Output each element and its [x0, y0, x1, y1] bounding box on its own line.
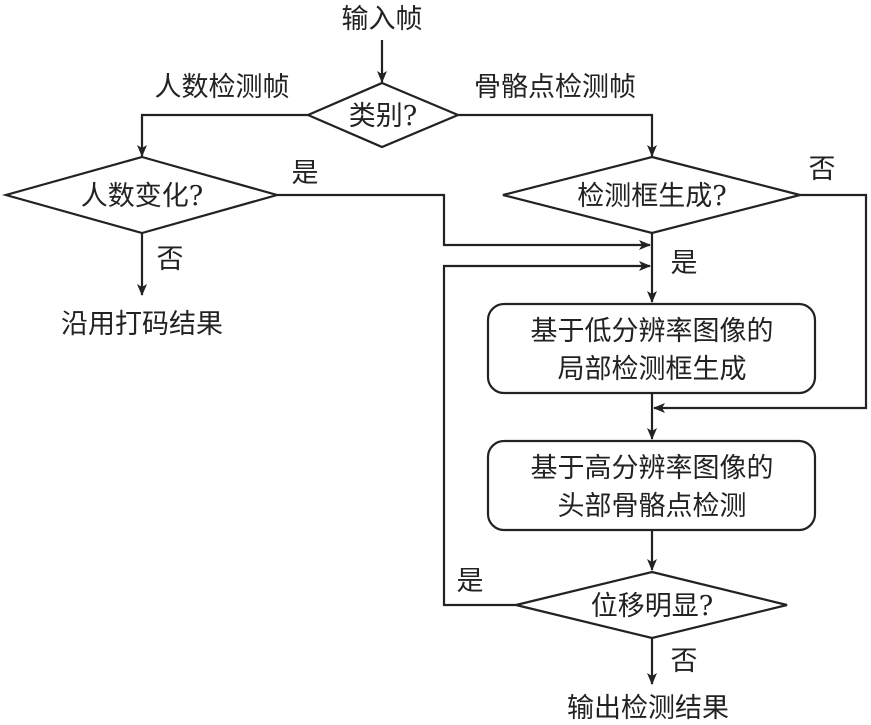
- arrow-to-count-change: [137, 113, 308, 157]
- reuse-result-label: 沿用打码结果: [61, 309, 223, 340]
- count-change-no-label: 否: [157, 244, 184, 275]
- box-generated-yes-label: 是: [671, 248, 698, 279]
- arrow-box-generated-no: [653, 193, 868, 413]
- branch-right-label: 骨骼点检测帧: [474, 72, 636, 103]
- arrow-displacement-yes-loop: [442, 261, 651, 607]
- box-generated-decision-label: 检测框生成?: [577, 181, 726, 212]
- output-label: 输出检测结果: [567, 693, 729, 724]
- displacement-no-label: 否: [671, 646, 698, 677]
- category-decision-diamond: [305, 81, 461, 149]
- low-res-box-line2: 局部检测框生成: [558, 354, 747, 385]
- arrow-to-box-generated: [458, 113, 657, 157]
- arrow-count-change-yes: [277, 193, 651, 250]
- category-decision-label: 类别?: [349, 101, 417, 132]
- box-generated-no-label: 否: [809, 154, 836, 185]
- high-res-box-line2: 头部骨骼点检测: [558, 491, 747, 522]
- low-res-box-line1: 基于低分辨率图像的: [531, 316, 774, 347]
- input-label: 输入帧: [342, 4, 423, 35]
- high-res-box-line1: 基于高分辨率图像的: [531, 453, 774, 484]
- count-change-yes-label: 是: [292, 158, 319, 189]
- displacement-yes-label: 是: [457, 566, 484, 597]
- displacement-decision-label: 位移明显?: [591, 591, 713, 622]
- branch-left-label: 人数检测帧: [155, 72, 290, 103]
- count-change-decision-label: 人数变化?: [81, 181, 203, 212]
